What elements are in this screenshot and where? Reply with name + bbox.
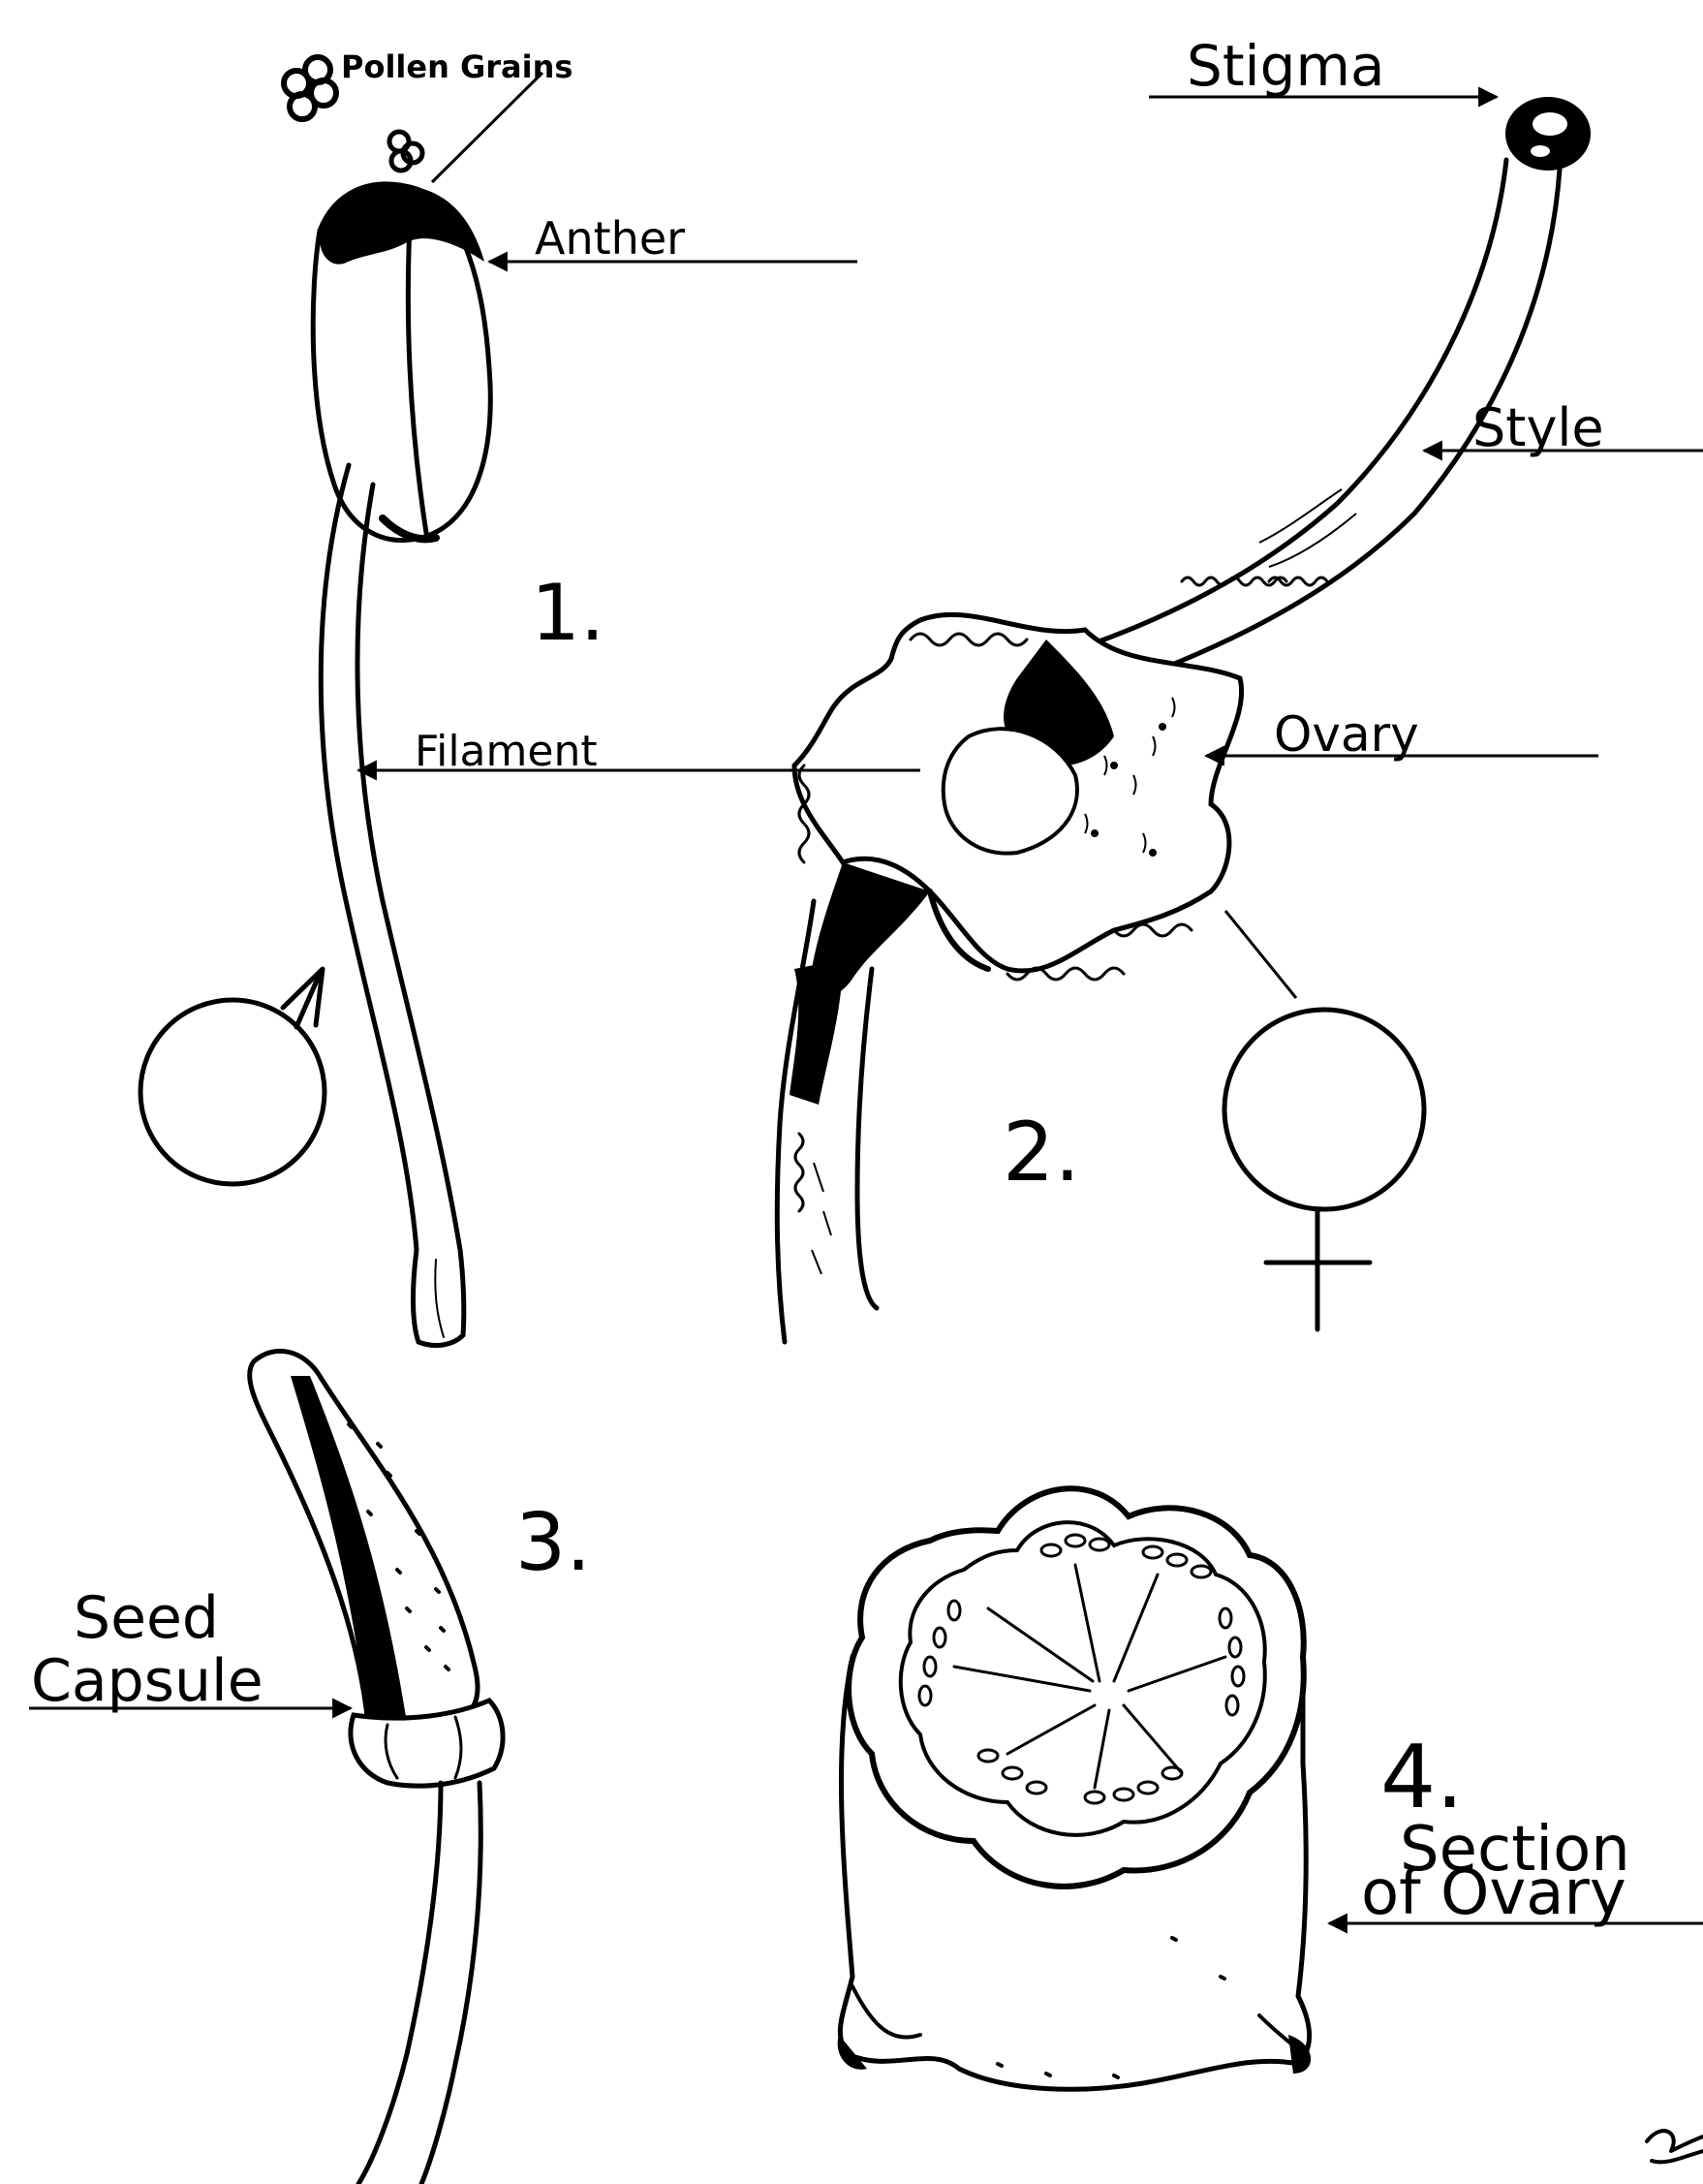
section-of-ovary-label-line2: of Ovary [1361, 1857, 1626, 1929]
ovary-label: Ovary [1274, 706, 1419, 763]
figure-3-seed-capsule: Seed Capsule 3. [29, 1351, 591, 2184]
style-label: Style [1472, 397, 1604, 458]
figure-2-pistil: Stigma Style Ovary 2. [775, 33, 1703, 1342]
female-symbol [1224, 1010, 1424, 1329]
stigma-label: Stigma [1187, 33, 1385, 99]
seed-capsule-label-line2: Capsule [31, 1647, 263, 1715]
female-symbol-leader [1225, 911, 1296, 998]
stigma-illustration [1505, 97, 1591, 171]
seed-capsule-stem-illustration [358, 1783, 480, 2184]
figure-2-number: 2. [1003, 1105, 1080, 1200]
anther-label: Anther [535, 212, 685, 265]
filament-label: Filament [415, 727, 598, 776]
figure-1-stamen: Pollen Grains Anther Filament 1. [140, 48, 857, 1346]
pollen-grains-leader [432, 73, 542, 182]
anther-illustration [313, 184, 490, 541]
ovary-section-illustration [838, 1488, 1312, 2089]
figure-1-number: 1. [531, 568, 604, 658]
pistil-stem-illustration [777, 901, 877, 1342]
figure-4-ovary-section: 4. Section of Ovary [838, 1488, 1703, 2089]
pollen-grains-label: Pollen Grains [341, 48, 573, 85]
figure-3-number: 3. [515, 1497, 591, 1589]
artist-signature [1647, 2131, 1703, 2162]
seed-capsule-illustration [250, 1351, 503, 1786]
male-symbol [140, 969, 325, 1184]
seed-capsule-label-line1: Seed [74, 1584, 219, 1652]
ovary-illustration [794, 614, 1242, 996]
filament-illustration [321, 465, 464, 1346]
